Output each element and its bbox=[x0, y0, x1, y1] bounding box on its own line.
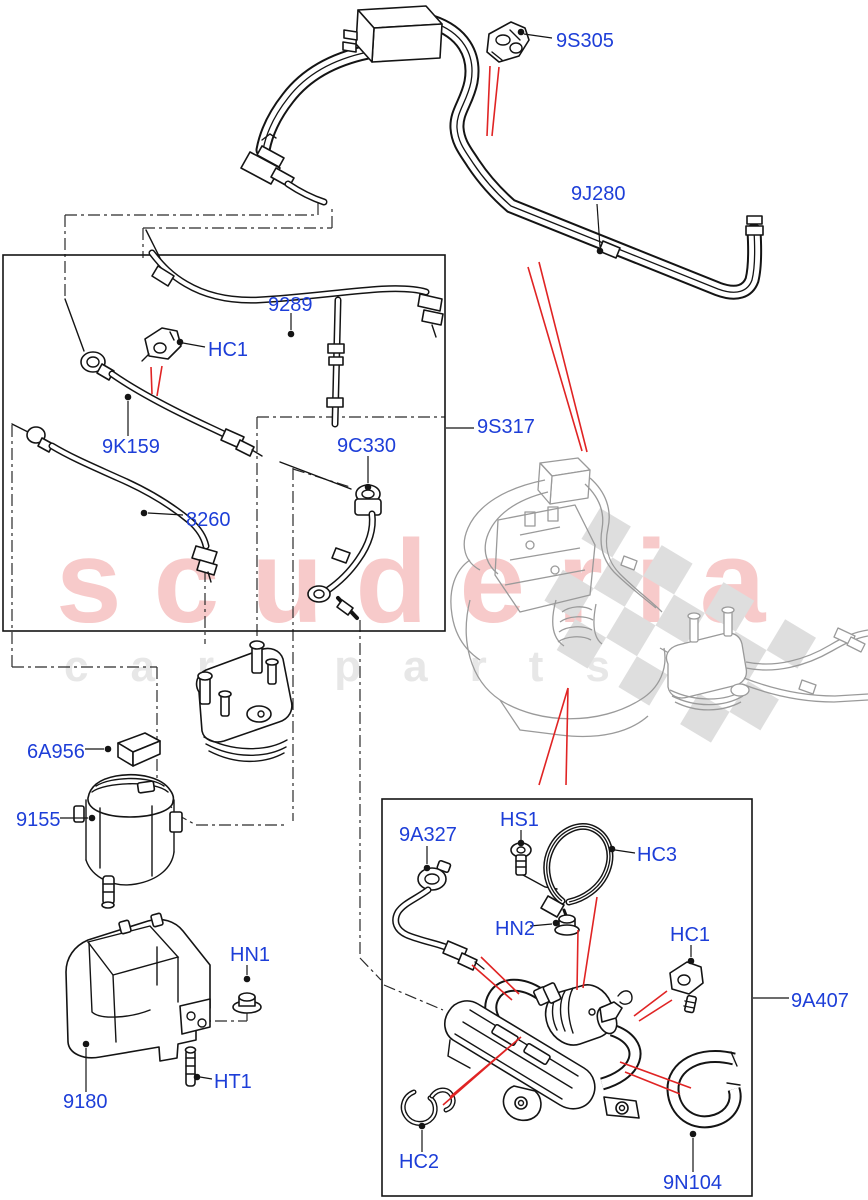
label-HN1[interactable]: HN1 bbox=[230, 944, 270, 966]
label-9155[interactable]: 9155 bbox=[16, 809, 61, 831]
label-9180[interactable]: 9180 bbox=[63, 1091, 108, 1113]
label-6A956[interactable]: 6A956 bbox=[27, 741, 85, 763]
part-9A327-tube bbox=[392, 859, 485, 971]
label-HC1-top[interactable]: HC1 bbox=[208, 339, 248, 361]
detail-box-9S317 bbox=[2, 254, 446, 632]
label-9S317[interactable]: 9S317 bbox=[477, 416, 535, 438]
label-9289[interactable]: 9289 bbox=[268, 294, 313, 316]
part-HC2-clip bbox=[400, 1087, 456, 1126]
label-9C330[interactable]: 9C330 bbox=[337, 435, 396, 457]
part-6A956-pad bbox=[117, 732, 161, 767]
part-HS1-screw bbox=[510, 842, 558, 890]
label-9A407[interactable]: 9A407 bbox=[791, 990, 849, 1012]
part-9K159-tube bbox=[80, 351, 263, 457]
label-HT1[interactable]: HT1 bbox=[214, 1071, 252, 1093]
part-HC1-clip-bottom bbox=[669, 961, 704, 1014]
part-9S305-clip bbox=[486, 21, 530, 63]
part-HT1-stud bbox=[184, 1046, 197, 1087]
part-9180-cover bbox=[65, 912, 211, 1062]
label-9K159[interactable]: 9K159 bbox=[102, 436, 160, 458]
part-8260-tube bbox=[26, 426, 218, 583]
part-HN2-nut bbox=[554, 914, 580, 936]
part-HN1-nut bbox=[232, 992, 262, 1014]
engine-assembly-reference bbox=[450, 457, 868, 738]
leader-lines bbox=[60, 28, 789, 1172]
part-HC3-clamp bbox=[540, 823, 614, 920]
label-HS1[interactable]: HS1 bbox=[500, 809, 539, 831]
red-pointer-lines bbox=[150, 65, 692, 1106]
label-HC2[interactable]: HC2 bbox=[399, 1151, 439, 1173]
part-oil-cooler bbox=[195, 640, 293, 763]
tube-clamp bbox=[598, 240, 621, 259]
label-HC3[interactable]: HC3 bbox=[637, 844, 677, 866]
phantom-lines bbox=[11, 198, 445, 1022]
part-9155-fuel-filter bbox=[73, 774, 183, 909]
part-9N104-hose bbox=[666, 1049, 742, 1129]
fuel-vapour-canister-and-lines bbox=[240, 5, 764, 300]
part-HC1-clip-top bbox=[141, 327, 182, 362]
label-9A327[interactable]: 9A327 bbox=[399, 824, 457, 846]
detail-box-9A407 bbox=[381, 798, 753, 1197]
label-8260[interactable]: 8260 bbox=[186, 509, 231, 531]
label-9N104[interactable]: 9N104 bbox=[663, 1172, 722, 1194]
part-9A407-fuel-cooler-assembly bbox=[444, 978, 642, 1122]
watermark: scuderia car parts bbox=[56, 508, 817, 743]
part-9C330-tube bbox=[307, 484, 382, 620]
part-9289-tube bbox=[148, 249, 444, 428]
label-9S305[interactable]: 9S305 bbox=[556, 30, 614, 52]
part-labels: 9S305 9J280 9289 HC1 9K159 8260 9C330 9S… bbox=[16, 30, 849, 1194]
label-HC1-bottom[interactable]: HC1 bbox=[670, 924, 710, 946]
label-9J280[interactable]: 9J280 bbox=[571, 183, 626, 205]
label-HN2[interactable]: HN2 bbox=[495, 918, 535, 940]
